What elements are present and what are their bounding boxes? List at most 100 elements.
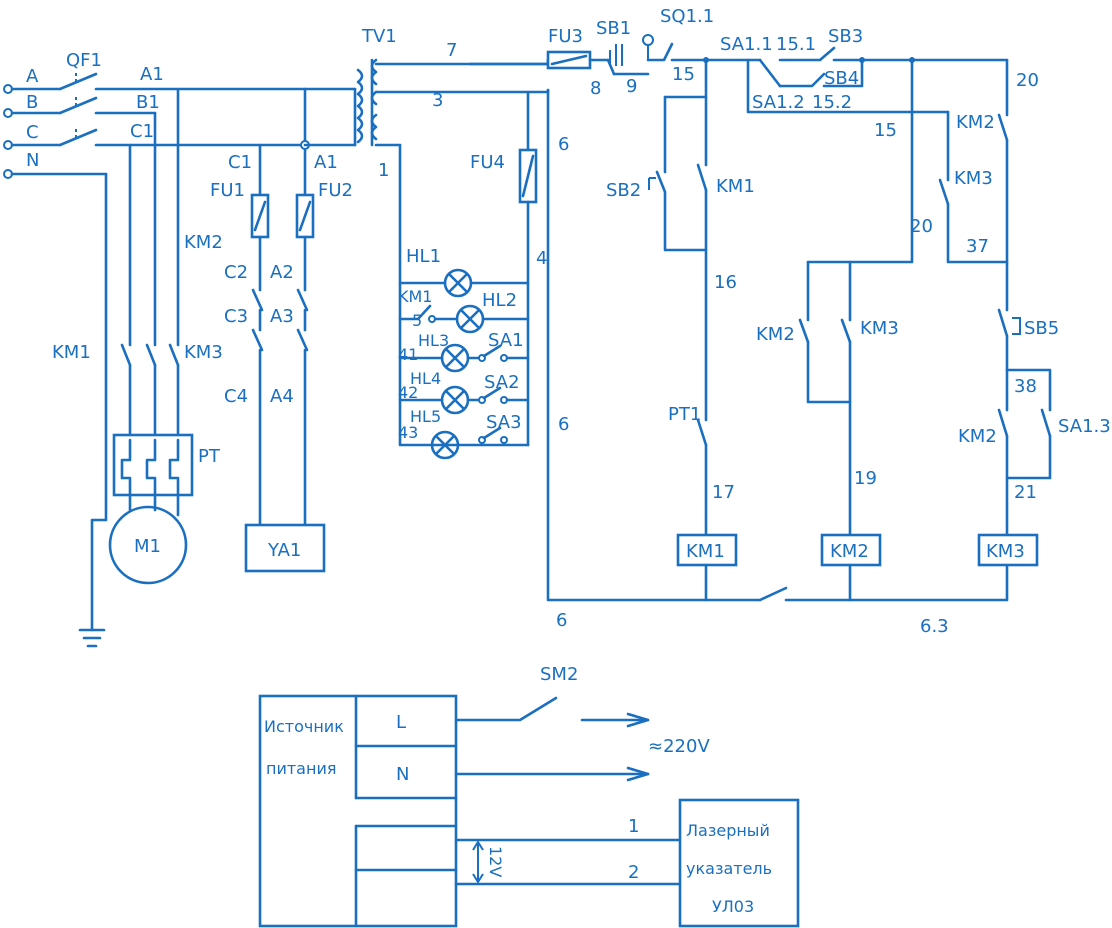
lamp-section [398,90,538,460]
wire-17-label: 17 [712,482,735,503]
wire-42-label: 42 [398,383,418,402]
wire-7-label: 7 [446,40,457,61]
wire-6-label-top: 6 [558,134,569,155]
sa12-label: SA1.2 [752,92,805,113]
wire-1-label: 1 [378,160,389,181]
line-a-label: A [26,66,39,87]
sb2-label: SB2 [606,180,641,201]
sm2-label: SM2 [540,664,578,685]
km1-control-label: KM1 [716,176,755,197]
a1-label: A1 [140,64,164,85]
ya1-label: YA1 [267,540,301,561]
dc-wire-2-label: 2 [628,862,639,883]
voltage-ac-label: ≈220V [648,736,710,757]
sq11-label: SQ1.1 [660,6,714,27]
c2-label: C2 [224,262,248,283]
line-n-label: N [26,150,39,171]
wire-16-label: 16 [714,272,737,293]
source-label-line-1: Источник [264,717,344,736]
motor-branch [78,87,194,648]
wire-43-label: 43 [398,423,418,442]
m1-label: M1 [134,536,161,557]
fu3-label: FU3 [548,26,583,47]
wire-15-label-top: 15 [672,64,695,85]
wire-152-label: 15.2 [812,92,852,113]
terminal-l-label: L [396,712,406,733]
km3-control-label: KM3 [860,318,899,339]
laser-label-line-2: указатель [686,859,772,878]
wire-21-label: 21 [1014,482,1037,503]
dc-wire-1-label: 1 [628,816,639,837]
hl5-label: HL5 [410,407,441,426]
line-c-label: C [26,122,39,143]
km2-motor-label: KM2 [184,232,223,253]
sb4-label: SB4 [824,68,859,89]
a3-label: A3 [270,306,294,327]
brake-branch [244,87,357,573]
fu4-label: FU4 [470,152,505,173]
hl2-label: HL2 [482,290,517,311]
km1-motor-label: KM1 [52,342,91,363]
wire-41-label: 41 [398,345,418,364]
wire-20-label-mid: 20 [910,216,933,237]
sa2-label: SA2 [484,372,520,393]
km1-lamp-label: KM1 [398,287,432,306]
km2-coil-label: KM2 [830,541,869,562]
hl3-label: HL3 [418,331,449,350]
sb5-label: SB5 [1024,318,1059,339]
wire-37-label: 37 [966,236,989,257]
wire-4-label: 4 [536,248,547,269]
c3-label: C3 [224,306,248,327]
wire-6-label-bottom: 6 [556,610,567,631]
sa13-label: SA1.3 [1058,416,1111,437]
wire-5-label: 5 [412,311,422,330]
fu2-label: FU2 [318,180,353,201]
km3-motor-label: KM3 [184,342,223,363]
tv1-label: TV1 [361,26,397,47]
control-circuit [468,34,1052,602]
source-label-line-2: питания [266,759,336,778]
km3-coil-label: KM3 [986,541,1025,562]
wire-6-label-mid: 6 [558,414,569,435]
wire-15-label-mid: 15 [874,120,897,141]
voltage-dc-label: 12V [486,846,505,877]
sa1-label: SA1 [488,330,524,351]
ground-icon [78,628,106,648]
km2-km3-rung-label: KM2 [958,426,997,447]
sb1-label: SB1 [596,18,631,39]
sa3-label: SA3 [486,412,522,433]
laser-label-line-1: Лазерный [686,821,770,840]
wire-20-label-top: 20 [1016,70,1039,91]
power-block [258,694,800,928]
c1-fuse-label: C1 [228,152,252,173]
km1-coil-label: KM1 [686,541,725,562]
transformer-icon [353,58,550,147]
laser-label-line-3: УЛ03 [712,897,754,916]
wire-9-label: 9 [626,76,637,97]
line-b-label: B [26,92,38,113]
b1-label: B1 [136,92,160,113]
a1-fuse-label: A1 [314,152,338,173]
a2-label: A2 [270,262,294,283]
fu1-label: FU1 [210,180,245,201]
c4-label: C4 [224,386,248,407]
pt-label: PT [198,446,221,467]
wire-8-label: 8 [590,78,601,99]
wire-19-label: 19 [854,468,877,489]
motor-icon [108,505,188,585]
pt1-label: PT1 [668,404,701,425]
hl4-label: HL4 [410,369,441,388]
c1-label: C1 [130,121,154,142]
wire-38-label: 38 [1014,376,1037,397]
qf1-label: QF1 [66,50,102,71]
hl1-label: HL1 [406,246,441,267]
terminal-n-label: N [396,764,409,785]
km3-top-label: KM3 [954,168,993,189]
wire-151-label: 15.1 [776,34,816,55]
sb3-label: SB3 [828,26,863,47]
sa11-label: SA1.1 [720,34,773,55]
km2-top-label: KM2 [956,112,995,133]
wire-63-label: 6.3 [920,616,949,637]
a4-label: A4 [270,386,294,407]
